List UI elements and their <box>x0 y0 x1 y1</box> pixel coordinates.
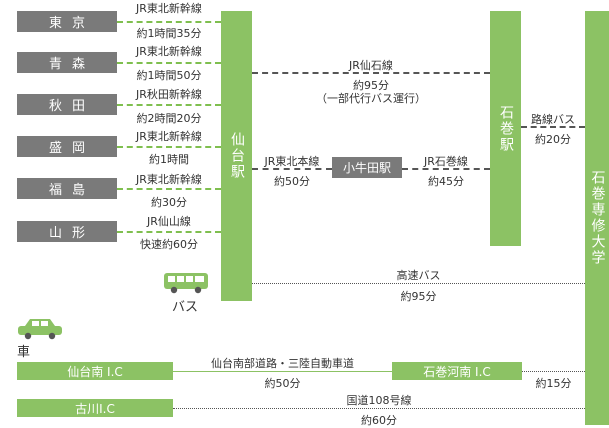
car-icon <box>18 319 62 340</box>
tohoku-main-line-name: JR東北本線 <box>264 155 320 168</box>
route-time: 約1時間35分 <box>136 27 202 40</box>
city-box-aomori: 青森 <box>17 52 117 73</box>
sendai-station: 仙台駅 <box>221 11 252 301</box>
route-line-name: JR東北新幹線 <box>136 45 202 58</box>
route-108-time: 約60分 <box>361 414 397 427</box>
ishinomaki-line-name: JR石巻線 <box>424 155 468 168</box>
route-bus-label: 路線バス <box>531 113 575 126</box>
kogota-station: 小牛田駅 <box>332 157 402 178</box>
route-line-fukushima <box>117 188 221 190</box>
city-box-fukushima: 福島 <box>17 178 117 199</box>
city-box-morioka: 盛岡 <box>17 136 117 157</box>
senseki-line <box>252 72 490 74</box>
route-line-akita <box>117 104 221 106</box>
senseki-time: 約95分 <box>353 79 389 92</box>
ishinomaki-kanan-ic: 石巻河南 I.C <box>392 362 522 380</box>
ishinomaki-station: 石巻駅 <box>490 11 521 246</box>
sendai-minami-ic: 仙台南 I.C <box>17 362 173 380</box>
ishinomaki-line <box>402 168 490 170</box>
route-time: 約1時間50分 <box>136 69 202 82</box>
route-bus-time: 約20分 <box>535 133 571 146</box>
tohoku-main-line <box>252 168 332 170</box>
route-line-name: JR秋田新幹線 <box>136 88 202 101</box>
route-line-aomori <box>117 62 221 64</box>
bus-caption: バス <box>171 300 198 315</box>
route-time: 約1時間 <box>149 153 189 166</box>
route-line-name: JR仙山線 <box>147 215 191 228</box>
route-line-name: JR東北新幹線 <box>136 2 202 15</box>
senseki-line-name: JR仙石線 <box>349 59 393 72</box>
sanriku-expressway-time: 約50分 <box>264 377 301 390</box>
highway-bus-time: 約95分 <box>400 290 437 303</box>
route-line-morioka <box>117 146 221 148</box>
kanan-to-university-time: 約15分 <box>535 377 572 390</box>
city-box-akita: 秋田 <box>17 94 117 115</box>
kanan-to-university-line <box>522 371 585 372</box>
route-108-name: 国道108号線 <box>346 394 412 407</box>
ishinomaki-line-time: 約45分 <box>428 175 464 188</box>
highway-bus-label: 高速バス <box>396 269 441 282</box>
route-time: 約30分 <box>151 196 187 209</box>
furukawa-ic: 古川I.C <box>17 399 173 417</box>
route-time: 約2時間20分 <box>136 112 202 125</box>
route-108-line <box>173 408 585 409</box>
route-time: 快速約60分 <box>140 238 198 251</box>
ishinomaki-senshu-university: 石巻専修大学 <box>585 11 609 425</box>
sanriku-expressway-line <box>173 371 392 372</box>
bus-icon <box>164 273 208 294</box>
route-line-name: JR東北新幹線 <box>136 130 202 143</box>
route-bus-line <box>521 126 585 128</box>
city-box-tokyo: 東京 <box>17 11 117 32</box>
car-caption: 車 <box>17 345 31 360</box>
tohoku-main-time: 約50分 <box>274 175 310 188</box>
route-line-yamagata <box>117 231 221 233</box>
senseki-note: （一部代行バス運行） <box>316 92 426 105</box>
route-line-name: JR東北新幹線 <box>136 173 202 186</box>
sendai-station-label: 仙台駅 <box>229 132 245 180</box>
university-label: 石巻専修大学 <box>589 170 606 266</box>
highway-bus-line <box>252 283 585 284</box>
route-line-tokyo <box>117 21 221 23</box>
city-box-yamagata: 山形 <box>17 221 117 242</box>
ishinomaki-station-label: 石巻駅 <box>498 104 514 153</box>
sanriku-expressway-name: 仙台南部道路・三陸自動車道 <box>211 357 354 370</box>
